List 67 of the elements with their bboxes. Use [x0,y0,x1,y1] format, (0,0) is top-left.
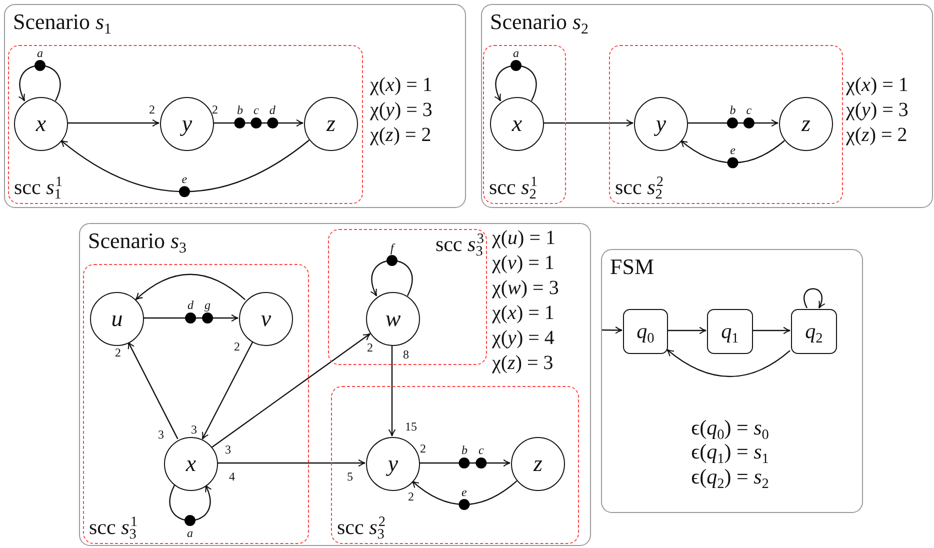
actor-circle: v [239,292,293,346]
token-label: f [390,242,394,254]
color-assignment: χ(x) = 1 [846,75,908,95]
actor-circle: x [14,97,68,151]
rate-label: 2 [212,102,218,118]
token-label: b c [730,104,752,116]
actor-circle: z [304,97,358,151]
color-assignment: χ(z) = 2 [846,125,908,145]
panel-title: Scenario s$_{2}$ [490,9,589,35]
panel-title: Scenario s$_{3}$ [88,228,187,254]
rate-label: 4 [229,470,235,484]
actor-circle: y [160,97,214,151]
rate-label: 3 [225,442,231,458]
rate-label: 2 [408,490,414,504]
actor-circle: x [490,97,544,151]
state-box: q$_{0}$ [623,309,668,354]
panel-title: FSM [610,254,654,280]
color-assignment: χ(y) = 3 [370,100,432,120]
color-assignment: χ(w) = 3 [492,278,559,298]
scenario-panel [79,223,591,546]
color-assignment: χ(x) = 1 [370,75,432,95]
token-label: d g [188,299,211,311]
rate-label: 2 [234,340,240,354]
scenario-panel [601,249,863,513]
color-assignment: χ(y) = 4 [492,328,554,348]
color-assignment: χ(v) = 1 [492,253,554,273]
color-assignment: χ(z) = 3 [492,353,554,373]
token-label: a [37,46,43,58]
actor-circle: u [90,292,144,346]
scc-group-box [331,386,579,544]
rate-label: 2 [420,442,426,456]
color-assignment: χ(y) = 3 [846,100,908,120]
actor-circle: y [366,437,420,491]
token-label: a [187,527,193,540]
scc-group-box [609,45,843,204]
scenario-panel [481,4,933,208]
panel-title: Scenario s$_{1}$ [13,9,112,35]
rate-label: 5 [347,470,353,484]
state-box: q$_{1}$ [707,309,753,354]
actor-circle: x [164,437,218,491]
rate-label: 3 [158,428,164,442]
color-assignment: χ(u) = 1 [492,228,556,248]
color-assignment: χ(x) = 1 [492,303,554,323]
actor-circle: z [779,97,833,151]
scenario-panel [4,4,466,208]
scc-group-box [328,229,487,365]
state-mapping: ϵ(q$_{1}$) = s$_{1}$ [691,442,769,462]
scc-group-box [83,264,309,544]
token-label: b c [462,444,484,456]
color-assignment: χ(z) = 2 [370,125,432,145]
token-label: e [182,172,188,185]
rate-label: 8 [403,348,409,362]
state-mapping: ϵ(q$_{0}$) = s$_{0}$ [691,418,769,438]
token-label: e [730,144,736,156]
state-mapping: ϵ(q$_{2}$) = s$_{2}$ [691,466,769,488]
rate-label: 2 [149,102,155,118]
token-label: e [462,486,467,498]
scc-group-box [483,45,566,204]
state-box: q$_{2}$ [791,309,837,354]
token-label: b c d [237,104,276,116]
token-label: a [513,46,519,58]
rate-label: 2 [115,346,121,360]
scc-group-box [8,45,363,204]
rate-label: 3 [191,422,197,438]
rate-label: 15 [405,420,417,434]
actor-circle: y [634,97,688,151]
actor-circle: z [511,437,565,491]
